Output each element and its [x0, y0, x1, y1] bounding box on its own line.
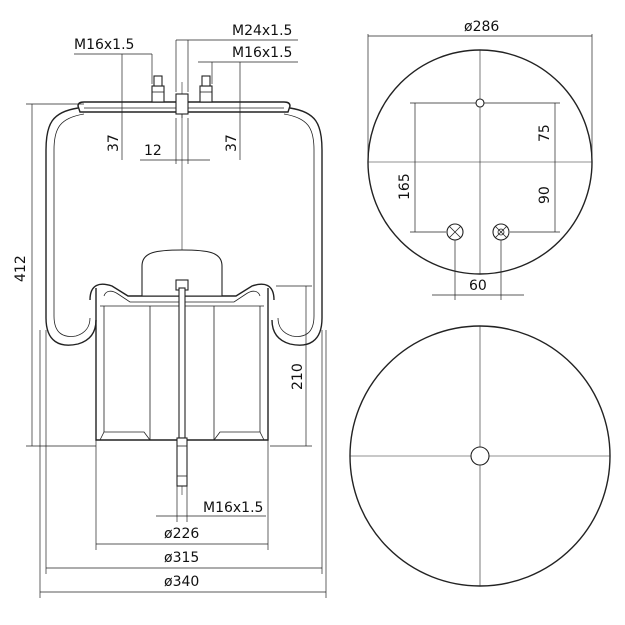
label-dim-165: 165 — [397, 173, 413, 200]
label-dim-75: 75 — [537, 124, 553, 142]
dim-dia-226 — [95, 440, 269, 550]
label-dia-340: ø340 — [164, 574, 199, 590]
bellows-inner — [53, 113, 91, 337]
dim-thread-top-right — [198, 61, 298, 110]
label-height-412: 412 — [13, 255, 29, 282]
dim-dia-340 — [39, 330, 327, 598]
label-thread-top-right: M16x1.5 — [232, 45, 292, 61]
piston-base-right — [213, 431, 265, 441]
label-offset-right: 37 — [224, 134, 240, 152]
label-dia-226: ø226 — [164, 526, 199, 542]
dim-90 — [510, 162, 560, 233]
right-stud — [199, 75, 213, 103]
label-thread-top-left: M16x1.5 — [74, 37, 134, 53]
bellows-outer — [45, 107, 97, 346]
dim-height-210 — [270, 285, 312, 447]
dim-plate-diameter — [367, 34, 593, 162]
dim-165 — [410, 102, 476, 233]
label-width-12: 12 — [144, 143, 162, 159]
bellows-inner-right — [277, 113, 315, 337]
top-view: ø286 75 90 165 — [367, 19, 593, 300]
dim-width-12 — [140, 118, 210, 164]
bottom-view — [349, 325, 611, 587]
label-thread-bottom: M16x1.5 — [203, 500, 263, 516]
dim-height-412 — [26, 103, 96, 447]
center-rod — [178, 287, 186, 439]
label-offset-left: 37 — [106, 134, 122, 152]
dim-75 — [484, 102, 560, 162]
dim-dia-315 — [45, 330, 323, 574]
center-air-fitting — [175, 93, 189, 115]
bottom-bolt-hole — [470, 446, 490, 466]
air-port-hole — [475, 98, 485, 108]
label-dim-90: 90 — [537, 186, 553, 204]
bottom-bolt — [176, 437, 188, 487]
left-stud-hole — [446, 223, 464, 241]
label-thread-top-center: M24x1.5 — [232, 23, 292, 39]
dim-thread-top-left — [74, 53, 153, 110]
left-stud — [151, 75, 165, 103]
label-plate-diameter: ø286 — [464, 19, 499, 35]
label-dia-315: ø315 — [164, 550, 199, 566]
bump-stop — [141, 249, 223, 297]
piston-base-left — [99, 431, 151, 441]
label-height-210: 210 — [290, 363, 306, 390]
right-stud-hole — [492, 223, 510, 241]
bellows-outer-right — [271, 107, 323, 346]
dim-60 — [432, 240, 524, 300]
label-dim-60: 60 — [469, 278, 487, 294]
dim-thread-bottom — [156, 486, 266, 522]
side-view: M16x1.5 M24x1.5 M16x1.5 37 37 12 — [13, 23, 327, 598]
dim-thread-top-center — [175, 39, 298, 92]
